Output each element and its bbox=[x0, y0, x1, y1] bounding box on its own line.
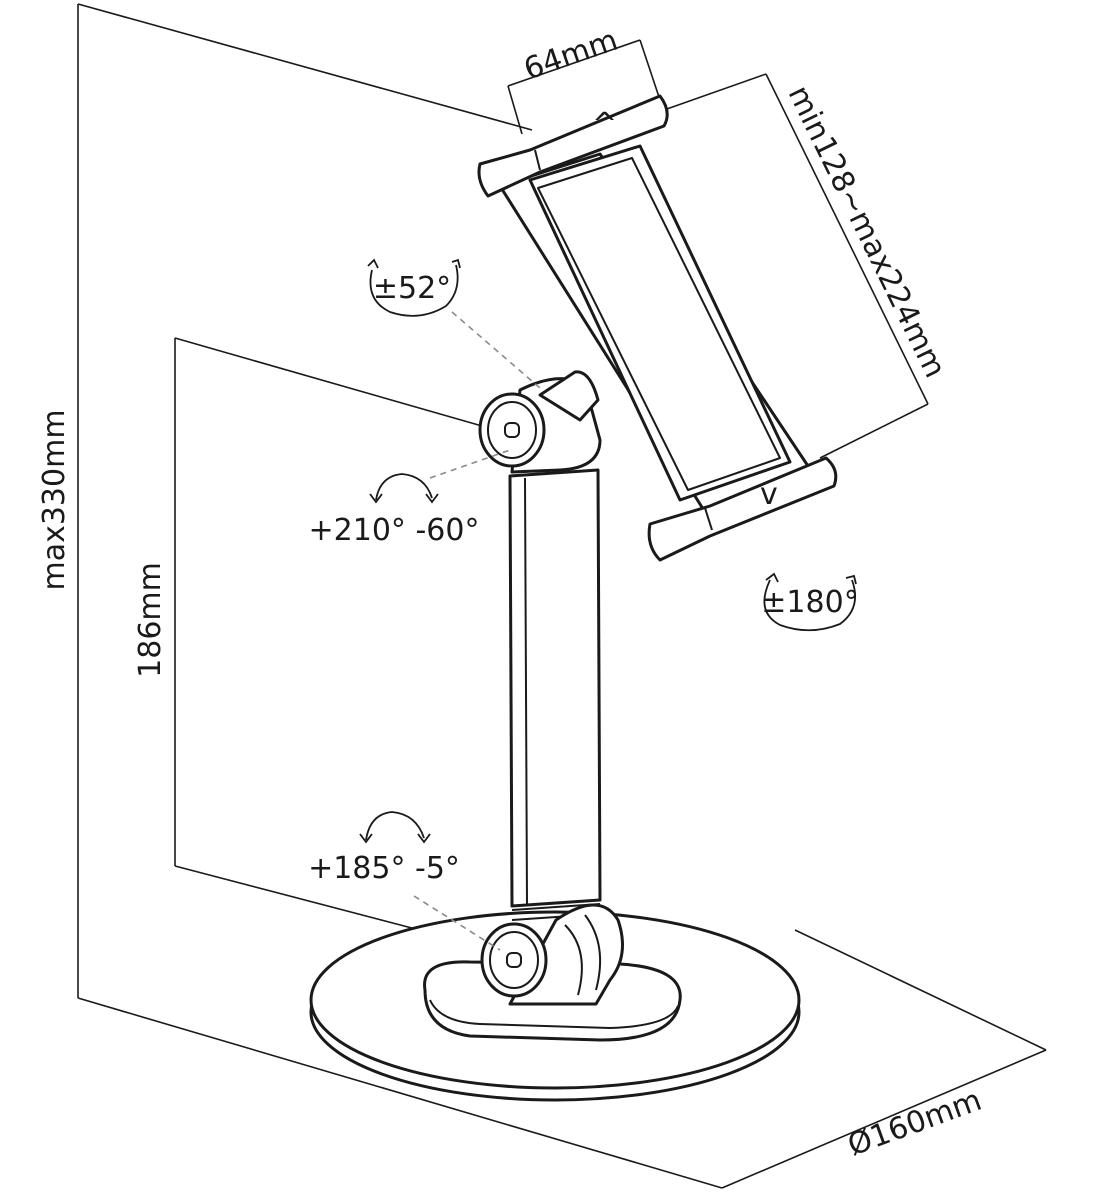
bottom-clamp-edge bbox=[704, 507, 713, 531]
lower-joint-arrowhead-right bbox=[417, 833, 431, 844]
clamp-range-ext-bottom bbox=[819, 403, 929, 459]
swivel-arrowhead-right bbox=[845, 574, 857, 585]
holder-face-inner bbox=[537, 157, 781, 491]
lower-knob-slot bbox=[506, 952, 522, 968]
lower-joint-rotation-arrow bbox=[365, 811, 425, 841]
upper-joint-neck bbox=[538, 370, 600, 422]
stand-arm bbox=[508, 468, 602, 921]
tilt-rotation-arrow bbox=[369, 264, 459, 317]
lower-joint-arrowhead-left bbox=[359, 833, 373, 844]
lower-knob bbox=[480, 922, 548, 998]
base-diameter-dim-line bbox=[794, 929, 1047, 1051]
lower-joint bbox=[480, 903, 624, 1006]
swivel-rotation-arrow bbox=[763, 579, 856, 632]
tilt-leader bbox=[451, 311, 541, 389]
swivel-angle-label: ±180° bbox=[761, 585, 858, 620]
top-clamp-edge bbox=[534, 149, 541, 171]
top-clamp-arrow-glyph: ^ bbox=[592, 107, 617, 142]
arm-column-edge bbox=[524, 477, 528, 905]
clamp-depth-ext-right bbox=[639, 39, 661, 101]
clamp-range-dim-line bbox=[765, 73, 929, 405]
lower-joint-groove-1 bbox=[564, 924, 583, 996]
upper-joint-arrowhead-right bbox=[425, 493, 439, 504]
upper-joint bbox=[478, 370, 602, 474]
tilt-angle-label: ±52° bbox=[373, 271, 451, 306]
upper-knob bbox=[478, 392, 546, 468]
upper-joint-rotation-arrow bbox=[375, 473, 433, 501]
max-height-top-extension bbox=[77, 3, 533, 131]
arm-height-top-extension bbox=[174, 337, 497, 431]
leader-lines bbox=[413, 311, 541, 951]
swivel-arrowhead-left bbox=[765, 572, 779, 583]
lower-joint-groove-2 bbox=[584, 914, 602, 991]
clamp-depth-dim-line bbox=[507, 39, 641, 87]
lower-joint-leader bbox=[413, 895, 501, 951]
holder-face bbox=[528, 144, 792, 502]
clamp-range-label: min128~max224mm bbox=[781, 80, 953, 383]
clamp-depth-label: 64mm bbox=[520, 23, 623, 88]
tablet-holder: ^ v bbox=[477, 94, 838, 562]
floor-left-edge bbox=[77, 997, 723, 1189]
rotation-arrows bbox=[359, 258, 857, 844]
floor-right-edge bbox=[721, 1049, 1047, 1189]
bottom-clamp bbox=[647, 456, 838, 562]
upper-knob-inner bbox=[487, 401, 537, 459]
bottom-clamp-arrow-glyph: v bbox=[760, 477, 778, 512]
lower-joint-angle-label: +185° -5° bbox=[308, 851, 460, 886]
tilt-arrowhead-right bbox=[451, 258, 461, 269]
dimension-lines bbox=[77, 3, 1047, 1189]
arm-height-label: 186mm bbox=[133, 562, 168, 678]
clamp-depth-ext-left bbox=[507, 85, 523, 135]
upper-joint-leader bbox=[429, 449, 511, 479]
base-diameter-label: Ø160mm bbox=[843, 1083, 986, 1164]
tilt-arrowhead-left bbox=[367, 258, 379, 269]
upper-joint-arrowhead-left bbox=[369, 493, 383, 504]
arm-column bbox=[508, 468, 602, 908]
upper-joint-angle-label: +210° -60° bbox=[309, 513, 480, 548]
max-height-label: max330mm bbox=[37, 409, 72, 590]
lower-knob-inner bbox=[489, 931, 539, 989]
base-plate-edge bbox=[429, 999, 679, 1029]
upper-knob-slot bbox=[504, 422, 520, 438]
top-clamp bbox=[477, 94, 669, 198]
clamp-range-ext-top bbox=[663, 73, 767, 111]
